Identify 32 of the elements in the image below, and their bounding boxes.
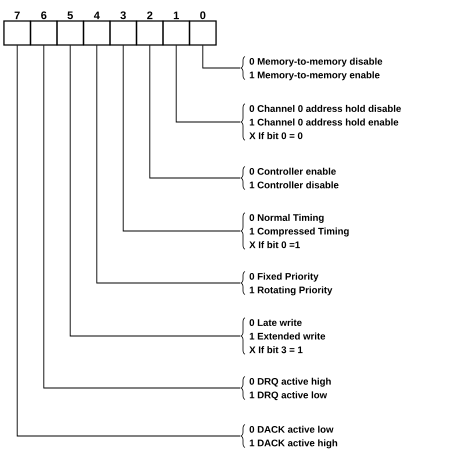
- option-list: 0 Normal Timing 1 Compressed Timing X If bit 0 =1: [240, 212, 349, 250]
- connector-line: [149, 45, 240, 178]
- option-list: 0 Fixed Priority 1 Rotating Priority: [240, 271, 332, 296]
- option-list: 0 Late write 1 Extended write X If bit 3 = 1: [240, 317, 326, 355]
- node-label: 5: [67, 11, 73, 20]
- connector-line: [96, 45, 240, 284]
- bit-cell: 5: [56, 11, 84, 46]
- node-label: 2: [147, 11, 152, 20]
- connector-line: [70, 45, 240, 336]
- option-list: 0 Controller enable 1 Controller disable: [240, 166, 338, 190]
- bit-cell: 2: [136, 11, 164, 46]
- bit-cell: 7: [3, 12, 32, 46]
- node-label: 7: [14, 12, 20, 20]
- option-list: 0 Memory-to-memory disable 1 Memory-to-memory enable: [240, 56, 382, 80]
- node-label: 3: [120, 11, 126, 20]
- node-label: 0: [200, 11, 206, 20]
- bit-cell: 3: [109, 11, 138, 46]
- node-label: 4: [94, 12, 100, 20]
- bit-cell: 6: [30, 11, 58, 46]
- connector-line: [43, 45, 240, 388]
- bit-cell: 0: [188, 11, 217, 46]
- node-label: 6: [41, 11, 46, 20]
- option-list: 0 DRQ active high 1 DRQ active low: [240, 376, 331, 400]
- option-list: 0 DACK active low 1 DACK active high: [240, 424, 338, 448]
- bit-cell: 4: [82, 12, 111, 46]
- option-list: 0 Channel 0 address hold disable 1 Channel 0 address hold enable X If bit 0 = 0: [240, 103, 401, 141]
- connector-line: [176, 45, 240, 122]
- connector-line: [122, 45, 240, 232]
- connector-line: [16, 45, 240, 436]
- node-label: 1: [174, 12, 179, 20]
- connector-line: [202, 45, 240, 68]
- bit-cell: 1: [162, 12, 190, 46]
